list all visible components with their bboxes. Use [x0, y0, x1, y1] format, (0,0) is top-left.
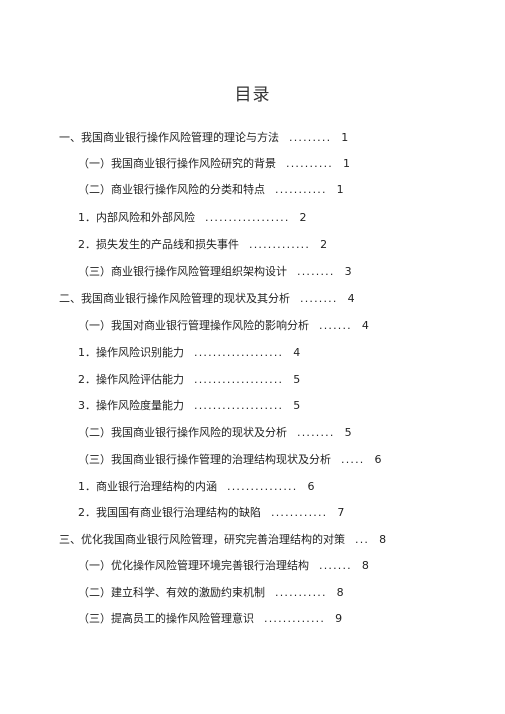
- toc-page-number: 6: [374, 453, 382, 466]
- toc-leader-dots: .....: [341, 453, 365, 466]
- toc-leader-dots: ...........: [275, 183, 327, 196]
- toc-page-number: 8: [379, 533, 387, 546]
- toc-page-number: 8: [336, 586, 344, 599]
- toc-entry-text: （三）提高员工的操作风险管理意识: [78, 612, 254, 625]
- toc-entry-text: （一）我国商业银行操作风险研究的背景: [78, 157, 276, 170]
- toc-entry[interactable]: 三、优化我国商业银行风险管理，研究完善治理结构的对策... 8: [59, 533, 386, 547]
- toc-entry-text: 三、优化我国商业银行风险管理，研究完善治理结构的对策: [59, 533, 345, 546]
- toc-entry[interactable]: 一、我国商业银行操作风险管理的理论与方法......... 1: [59, 131, 348, 145]
- toc-page-number: 9: [335, 612, 343, 625]
- toc-entry[interactable]: 2．操作风险评估能力................... 5: [78, 373, 300, 387]
- toc-page-number: 8: [361, 559, 369, 572]
- toc-leader-dots: ..........: [286, 157, 333, 170]
- toc-leader-dots: ...................: [194, 399, 284, 412]
- toc-page-number: 5: [293, 373, 301, 386]
- toc-entry[interactable]: （二）建立科学、有效的激励约束机制........... 8: [78, 586, 344, 600]
- toc-leader-dots: ..................: [205, 211, 290, 224]
- toc-leader-dots: ...................: [194, 373, 284, 386]
- toc-entry-text: （二）商业银行操作风险的分类和特点: [78, 183, 265, 196]
- toc-entry-text: 2．我国国有商业银行治理结构的缺陷: [78, 506, 261, 519]
- toc-leader-dots: .............: [264, 612, 326, 625]
- toc-entry[interactable]: （三）我国商业银行操作管理的治理结构现状及分析..... 6: [78, 453, 381, 467]
- toc-leader-dots: .......: [319, 319, 352, 332]
- toc-entry-text: 3．操作风险度量能力: [78, 399, 184, 412]
- toc-leader-dots: ........: [300, 292, 338, 305]
- toc-entry-text: （三）我国商业银行操作管理的治理结构现状及分析: [78, 453, 331, 466]
- toc-page-number: 4: [293, 346, 301, 359]
- toc-entry[interactable]: 3．操作风险度量能力................... 5: [78, 399, 300, 413]
- toc-entry[interactable]: 1．内部风险和外部风险.................. 2: [78, 211, 307, 225]
- toc-entry-text: 二、我国商业银行操作风险管理的现状及其分析: [59, 292, 290, 305]
- toc-leader-dots: ...: [355, 533, 370, 546]
- toc-leader-dots: ...............: [227, 480, 298, 493]
- toc-page-number: 7: [337, 506, 345, 519]
- toc-entry[interactable]: 二、我国商业银行操作风险管理的现状及其分析........ 4: [59, 292, 355, 306]
- toc-entry-text: （三）商业银行操作风险管理组织架构设计: [78, 265, 287, 278]
- toc-entry[interactable]: （二）商业银行操作风险的分类和特点........... 1: [78, 183, 344, 197]
- toc-entry[interactable]: 2．我国国有商业银行治理结构的缺陷............ 7: [78, 506, 344, 520]
- toc-entry[interactable]: （一）我国商业银行操作风险研究的背景.......... 1: [78, 157, 350, 171]
- toc-entry-text: （一）优化操作风险管理环境完善银行治理结构: [78, 559, 309, 572]
- toc-entry[interactable]: 1．商业银行治理结构的内涵............... 6: [78, 480, 314, 494]
- toc-entry[interactable]: （三）商业银行操作风险管理组织架构设计........ 3: [78, 265, 352, 279]
- toc-leader-dots: ........: [297, 426, 335, 439]
- toc-title: 目录: [234, 85, 271, 105]
- toc-entry-text: （一）我国对商业银行管理操作风险的影响分析: [78, 319, 309, 332]
- toc-page-number: 2: [299, 211, 307, 224]
- toc-leader-dots: .............: [249, 238, 311, 251]
- toc-entry-text: 2．损失发生的产品线和损失事件: [78, 238, 239, 251]
- toc-page-number: 4: [347, 292, 355, 305]
- toc-entry-text: （二）建立科学、有效的激励约束机制: [78, 586, 265, 599]
- toc-page-number: 2: [320, 238, 328, 251]
- toc-entry[interactable]: （一）优化操作风险管理环境完善银行治理结构....... 8: [78, 559, 369, 573]
- toc-entry[interactable]: 1．操作风险识别能力................... 4: [78, 346, 300, 360]
- toc-page-number: 3: [344, 265, 352, 278]
- toc-leader-dots: ...........: [275, 586, 327, 599]
- toc-entry-text: 一、我国商业银行操作风险管理的理论与方法: [59, 131, 279, 144]
- toc-leader-dots: ...................: [194, 346, 284, 359]
- toc-entry-text: 1．商业银行治理结构的内涵: [78, 480, 217, 493]
- toc-entry-text: （二）我国商业银行操作风险的现状及分析: [78, 426, 287, 439]
- toc-page-number: 6: [307, 480, 315, 493]
- toc-entry-text: 1．内部风险和外部风险: [78, 211, 195, 224]
- toc-entry[interactable]: （一）我国对商业银行管理操作风险的影响分析....... 4: [78, 319, 369, 333]
- toc-page-number: 5: [344, 426, 352, 439]
- toc-page-number: 5: [293, 399, 301, 412]
- toc-entry-text: 1．操作风险识别能力: [78, 346, 184, 359]
- toc-page-number: 4: [361, 319, 369, 332]
- toc-entry[interactable]: （三）提高员工的操作风险管理意识............. 9: [78, 612, 342, 626]
- toc-entry[interactable]: （二）我国商业银行操作风险的现状及分析........ 5: [78, 426, 352, 440]
- toc-page-number: 1: [342, 157, 350, 170]
- toc-page-number: 1: [341, 131, 349, 144]
- toc-leader-dots: ........: [297, 265, 335, 278]
- toc-leader-dots: .......: [319, 559, 352, 572]
- toc-page-number: 1: [336, 183, 344, 196]
- toc-leader-dots: .........: [289, 131, 332, 144]
- toc-leader-dots: ............: [271, 506, 328, 519]
- toc-entry[interactable]: 2．损失发生的产品线和损失事件............. 2: [78, 238, 327, 252]
- toc-entry-text: 2．操作风险评估能力: [78, 373, 184, 386]
